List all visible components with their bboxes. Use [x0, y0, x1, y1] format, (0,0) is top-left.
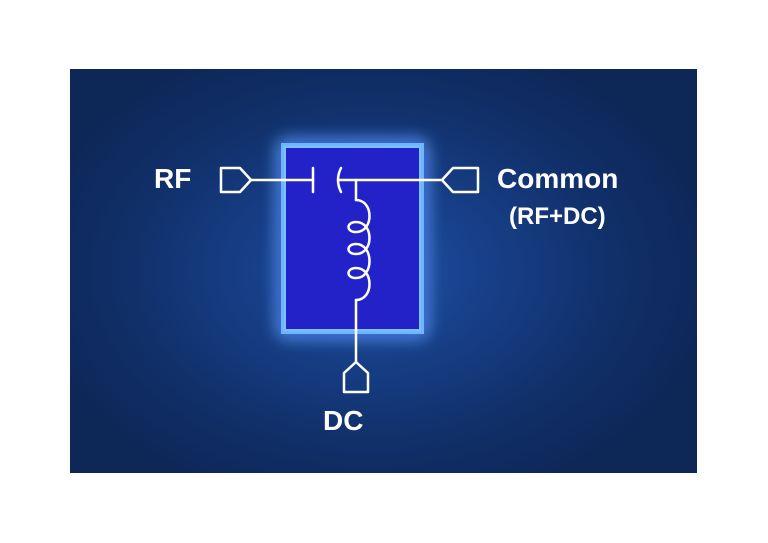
rf-label: RF	[154, 163, 192, 194]
common-sub-label: (RF+DC)	[509, 203, 606, 230]
common-label: Common	[497, 163, 619, 194]
rf-port-icon	[219, 166, 253, 194]
dc-port-icon	[342, 360, 370, 394]
common-port-icon	[440, 166, 480, 194]
inductor-icon	[347, 198, 371, 302]
dc-label: DC	[323, 405, 364, 436]
